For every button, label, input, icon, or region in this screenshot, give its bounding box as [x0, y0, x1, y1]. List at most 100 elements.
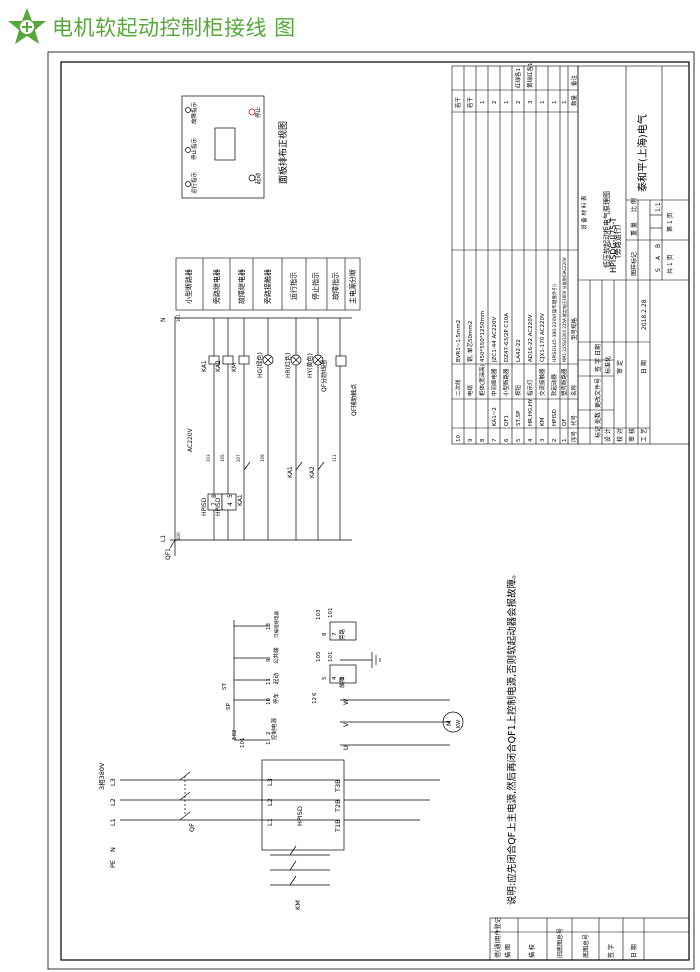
- bom-cell: HPISD145-380-220V(操作键盘外引): [551, 284, 558, 362]
- stamp-column: [489, 917, 690, 961]
- stamp-labels: 借(通)用件登记 描 图 描 校 旧底图总号 底图总号 签 字 日 期: [494, 917, 638, 958]
- phase-l3: L3: [109, 778, 117, 786]
- row-label: 设 计: [604, 428, 612, 442]
- stamp-label: 底图总号: [582, 934, 590, 958]
- ka1-contact-label-2: KA1: [287, 466, 294, 478]
- bom-cell: 若干: [466, 96, 474, 108]
- bom-cell: 10: [456, 435, 462, 442]
- terminal-102: 102: [232, 730, 238, 741]
- legend-label: 故障指示: [331, 272, 340, 300]
- weight-label: 重 量: [630, 222, 638, 236]
- scale-value: 1:1: [655, 202, 662, 212]
- bom-cell: NM1-225S/3300 225A 额定电压380V 分励脱扣AC220V: [561, 257, 567, 362]
- bom-cell: 1: [480, 101, 486, 105]
- bom-cell: 9: [468, 438, 474, 442]
- bom-cell: 电缆: [466, 384, 474, 396]
- bom-cell: 1: [504, 101, 510, 105]
- sheets-total: 共 1 页: [666, 254, 674, 274]
- stage-b: B: [655, 244, 662, 248]
- page-title: 电机软起动控制柜接线 图: [52, 16, 296, 40]
- bom-cell: 6: [504, 438, 510, 442]
- start-terminal-label: 起动: [273, 672, 280, 684]
- bom-cell: 小型断路器: [502, 368, 510, 396]
- hpisd-label: HPISD: [296, 806, 304, 826]
- bom-cell: ST,SP: [516, 410, 522, 426]
- motor-kw: KW: [456, 720, 462, 728]
- terminal-13: 13: [266, 623, 272, 630]
- ka1-coil-label: KA1: [201, 360, 208, 372]
- motor-symbol: M: [445, 720, 453, 726]
- title-block-text: HPISDG-II75-T 低压软起动柜电气原理图 (旁路运行) 泰和平(上海)…: [594, 114, 674, 442]
- row-label: 审 定: [616, 360, 624, 374]
- run-indicator-label: 运行指示: [190, 171, 198, 194]
- hpisd-contact-a: HPISD: [201, 497, 208, 516]
- terminal-8-b: 8: [322, 632, 328, 636]
- stop-indicator-label: 停止指示: [190, 137, 198, 160]
- wire-103: 103: [206, 454, 211, 462]
- bom-cell: 1: [562, 439, 568, 443]
- km-coil-label: KM: [231, 363, 238, 372]
- wire-111: 111: [332, 454, 337, 462]
- terminal-103: 103: [316, 609, 322, 620]
- fault-terminal-label: 故障: [338, 676, 346, 688]
- control-circuit: [169, 316, 352, 556]
- bom-cell: 4: [528, 438, 534, 442]
- legend-label: 主电源分断: [348, 269, 357, 304]
- drawing-date: 2018.2.28: [641, 299, 648, 330]
- front-panel-labels: 运行指示 停止指示 故障指示 起动 停止 面板排布正视图: [190, 101, 289, 194]
- terminal-5-b: 5: [322, 676, 328, 680]
- in-l2: L2: [266, 798, 274, 806]
- in-l3: L3: [266, 778, 274, 786]
- phase-l1: L1: [109, 818, 117, 826]
- bom-cell: 2: [492, 101, 498, 105]
- bom-cell: 8: [480, 438, 486, 442]
- wire-109: 109: [260, 454, 265, 462]
- rev-header: 标记: [594, 426, 602, 438]
- ka2-coil-label: KA2: [215, 360, 222, 372]
- l1-label: L1: [160, 535, 167, 542]
- terminal-7-b: 7: [332, 632, 338, 636]
- out-t1b: T1B: [334, 819, 342, 833]
- wire-107: 107: [236, 454, 241, 462]
- bom-cell: 若干: [454, 96, 462, 108]
- terminal-2: 2: [266, 732, 272, 736]
- terminal-12: 12: [312, 697, 318, 704]
- bom-cell: 交流接触器: [538, 368, 546, 396]
- bom-cell: 黄绿红各1: [526, 63, 534, 89]
- stop-button-label: 停止: [254, 106, 262, 118]
- row-label: 校 对: [616, 428, 624, 442]
- rev-header: 处数: [594, 412, 602, 424]
- inner-frame: [60, 61, 690, 961]
- bom-cell: 1: [540, 101, 546, 105]
- bom-cell: 2: [516, 101, 522, 105]
- bom-cell: 7: [492, 438, 498, 442]
- motor-u: U: [342, 745, 350, 750]
- terminal-5: 5: [227, 494, 234, 498]
- bom-cell: HR,HG,HY: [528, 398, 534, 426]
- terminal-101-b: 101: [328, 608, 334, 619]
- rev-header: 签 字: [594, 358, 602, 372]
- ka1-contact-label: KA1: [237, 494, 244, 506]
- bom-cell: 1: [562, 101, 568, 105]
- bom-cell: 中间继电器: [490, 368, 498, 396]
- fault-indicator-label: 故障指示: [190, 101, 198, 124]
- qf-label: QF: [188, 823, 196, 832]
- bom-cell: 软起动器: [550, 373, 558, 396]
- bom-cell: KM: [540, 417, 546, 426]
- supply-label: 3相380V: [97, 762, 106, 790]
- star-logo-icon: [8, 8, 46, 44]
- panel-caption: 面板排布正视图: [277, 121, 289, 184]
- stamp-label: 签 字: [607, 944, 615, 958]
- n-label: N: [160, 318, 167, 323]
- bom-header: 数量: [570, 94, 578, 106]
- outer-frame: [47, 51, 695, 970]
- bom-cell: LA42-22: [516, 339, 522, 362]
- legend-label: 故障继电器: [237, 269, 246, 304]
- stage-s: S: [655, 268, 662, 272]
- ctrl-power-label: 控制电源: [270, 717, 278, 740]
- hy-lamp-label: HY(黄色): [306, 353, 314, 378]
- motor-v: V: [342, 722, 350, 727]
- bom-cell: BVR1~1.5mm2: [456, 320, 462, 362]
- wiring-note: 说明:应先闭合QF上主电源,然后再闭合QF1上控制电源,否则软起动器会报故障。: [506, 569, 518, 905]
